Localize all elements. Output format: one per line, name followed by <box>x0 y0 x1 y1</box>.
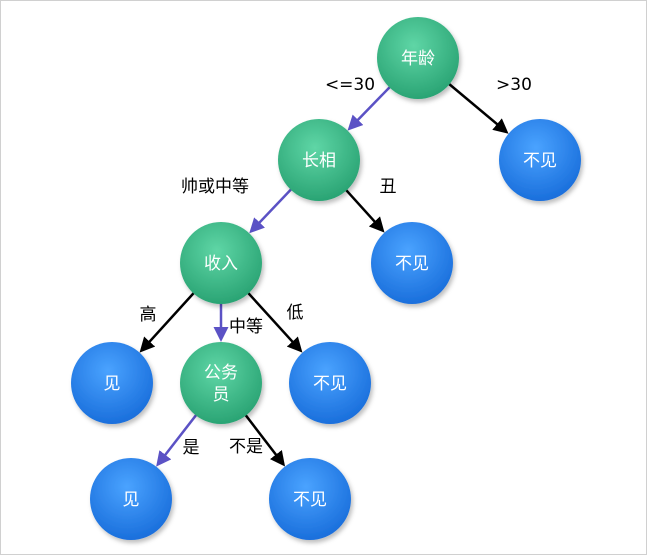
node-circle <box>289 342 371 424</box>
node-no-meet-age: 不见 <box>499 119 581 201</box>
node-circle <box>90 458 172 540</box>
node-circle <box>377 17 459 99</box>
edge-label-age-to-looks: <=30 <box>325 75 375 95</box>
edge-arrow-age-to-looks <box>347 85 392 131</box>
edge-label-income-to-meet_high: 高 <box>140 305 157 325</box>
node-label: 收入 <box>204 254 238 274</box>
node-income: 收入 <box>180 222 262 304</box>
edge-label-looks-to-no_meet_looks: 丑 <box>380 177 397 197</box>
node-circle <box>371 222 453 304</box>
node-meet-yes: 见 <box>90 458 172 540</box>
edge-arrow-age-to-no_meet_age <box>447 82 509 134</box>
node-age: 年龄 <box>377 17 459 99</box>
node-looks: 长相 <box>278 119 360 201</box>
node-circle <box>269 458 351 540</box>
node-no-meet-no: 不见 <box>269 458 351 540</box>
node-label: 不见 <box>395 254 429 274</box>
node-circle <box>278 119 360 201</box>
node-meet-high: 见 <box>71 342 153 424</box>
node-label: 公务 <box>204 363 238 383</box>
edge-arrow-looks-to-income <box>249 187 294 234</box>
node-circle <box>180 342 262 424</box>
edge-label-civil_servant-to-no_meet_no: 不是 <box>229 437 263 457</box>
node-label: 长相 <box>302 151 336 171</box>
edge-arrow-looks-to-no_meet_looks <box>344 188 385 233</box>
node-label: 见 <box>104 374 121 394</box>
edge-arrow-income-to-meet_high <box>139 291 196 353</box>
node-label: 不见 <box>313 374 347 394</box>
node-label: 不见 <box>293 490 327 510</box>
node-circle <box>180 222 262 304</box>
edge-label-civil_servant-to-meet_yes: 是 <box>183 438 200 458</box>
node-circle <box>499 119 581 201</box>
node-label: 不见 <box>523 151 557 171</box>
edge-label-income-to-civil_servant: 中等 <box>229 317 263 337</box>
node-civil-servant: 公务员 <box>180 342 262 424</box>
node-label: 员 <box>213 385 230 405</box>
node-label: 年龄 <box>401 49 435 69</box>
edge-arrow-income-to-no_meet_low <box>246 291 303 353</box>
edge-arrow-civil_servant-to-no_meet_no <box>243 413 286 467</box>
node-no-meet-looks: 不见 <box>371 222 453 304</box>
node-label: 见 <box>123 490 140 510</box>
node-no-meet-low: 不见 <box>289 342 371 424</box>
edge-label-looks-to-income: 帅或中等 <box>181 177 249 197</box>
edge-label-income-to-no_meet_low: 低 <box>287 303 304 323</box>
edge-arrow-civil_servant-to-meet_yes <box>156 413 199 467</box>
node-circle <box>71 342 153 424</box>
edge-label-age-to-no_meet_age: >30 <box>496 75 532 95</box>
